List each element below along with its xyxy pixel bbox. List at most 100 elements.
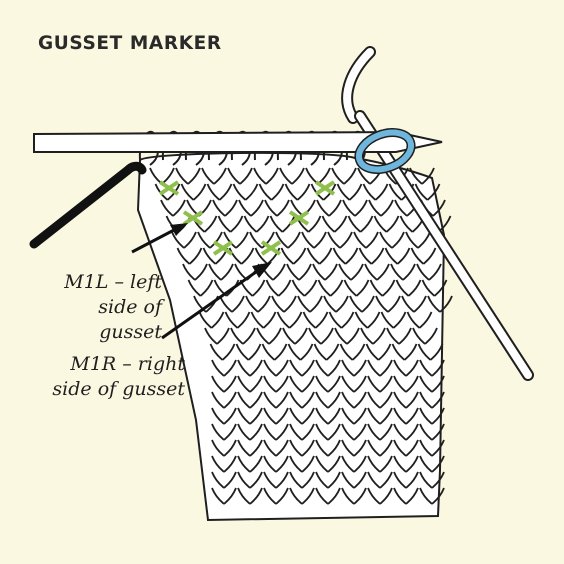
knit-stitch: [358, 247, 385, 265]
knit-stitch: [364, 263, 390, 281]
knit-stitch: [417, 343, 444, 361]
knit-stitch: [256, 327, 282, 345]
knit-stitch: [393, 471, 419, 489]
knit-stitch: [269, 215, 296, 233]
knit-stitch: [249, 231, 275, 249]
knit-stitch: [198, 311, 225, 329]
knit-stitch: [302, 311, 329, 329]
knit-stitch: [291, 279, 318, 297]
knit-stitch: [419, 439, 445, 457]
knit-stitch: [347, 215, 374, 233]
knit-stitch: [380, 311, 407, 329]
knit-stitch: [391, 343, 418, 361]
knit-stitch: [297, 295, 323, 313]
knit-stitch: [331, 167, 357, 185]
knit-stitch: [369, 279, 396, 297]
knit-stitch: [282, 327, 308, 345]
knit-stitch: [263, 439, 289, 457]
knit-stitch: [308, 327, 334, 345]
knit-stitch: [211, 439, 237, 457]
knit-stitch: [263, 407, 289, 425]
knit-stitch: [315, 423, 341, 441]
diagram-title: GUSSET MARKER: [38, 33, 222, 54]
knit-stitch: [419, 391, 445, 409]
knit-stitch: [176, 247, 203, 265]
knit-stitch: [315, 375, 341, 393]
knit-stitch: [182, 263, 208, 281]
knit-stitch: [334, 327, 360, 345]
knit-stitch: [427, 295, 453, 313]
knit-stitch: [250, 311, 277, 329]
knit-stitch: [211, 471, 237, 489]
knit-stitch: [317, 279, 344, 297]
knit-stitch: [211, 375, 237, 393]
knit-stitch: [393, 439, 419, 457]
knit-stitch: [315, 487, 341, 505]
knit-stitch: [367, 391, 393, 409]
knit-stitch: [393, 487, 419, 505]
knit-stitch: [310, 183, 337, 201]
knit-stitch: [416, 263, 442, 281]
knit-stitch: [258, 183, 285, 201]
knit-stitch: [160, 199, 186, 217]
knit-stitch: [212, 199, 238, 217]
knit-stitch: [401, 295, 427, 313]
knit-stitch: [235, 343, 262, 361]
knit-stitch: [289, 375, 315, 393]
knit-stitch: [367, 423, 393, 441]
knit-stitch: [313, 343, 340, 361]
knit-stitch: [341, 423, 367, 441]
knit-stitch: [412, 327, 438, 345]
knit-stitch: [315, 359, 341, 377]
m1r-label: M1R – right side of gusset: [50, 352, 185, 402]
knit-stitch: [343, 279, 370, 297]
knit-stitch: [393, 407, 419, 425]
knit-stitch: [237, 375, 263, 393]
knit-stitch: [263, 487, 289, 505]
knit-stitch: [301, 231, 327, 249]
knit-stitch: [393, 455, 419, 473]
knit-stitch: [386, 327, 412, 345]
knit-stitch: [224, 311, 251, 329]
knit-stitch: [289, 439, 315, 457]
knit-stitch: [237, 407, 263, 425]
m1l-increase: [182, 210, 204, 226]
knit-stitch: [367, 471, 393, 489]
knit-stitch: [265, 279, 292, 297]
m1r-arrow: [161, 262, 272, 340]
knit-stitch: [375, 295, 401, 313]
m1r-label-line2: side of gusset: [52, 378, 185, 400]
knit-stitch: [338, 263, 364, 281]
knit-stitch: [180, 183, 207, 201]
m1l-label-line2: side of gusset: [98, 296, 162, 343]
knit-stitch: [323, 295, 349, 313]
knit-stitch: [263, 471, 289, 489]
increase-stitches: [158, 180, 336, 256]
knit-stitch: [367, 375, 393, 393]
m1r-label-line1: M1R – right: [70, 353, 185, 375]
knit-stitch: [341, 439, 367, 457]
knit-stitch: [201, 167, 227, 185]
knit-stitch: [208, 263, 234, 281]
knit-stitch: [341, 375, 367, 393]
knit-stitch: [289, 391, 315, 409]
knit-stitch: [238, 199, 264, 217]
knit-stitch: [289, 487, 315, 505]
knit-stitch: [315, 391, 341, 409]
knit-stitch: [217, 215, 244, 233]
knit-stitch: [204, 327, 230, 345]
knit-stitch: [289, 471, 315, 489]
knit-stitch: [237, 439, 263, 457]
knit-stitch: [349, 295, 375, 313]
knit-stitch: [414, 183, 441, 201]
knit-stitch: [365, 343, 392, 361]
knit-stitch: [419, 487, 445, 505]
knit-stitch: [211, 487, 237, 505]
knit-stitch: [315, 407, 341, 425]
knit-stitch: [263, 423, 289, 441]
knit-stitch: [393, 423, 419, 441]
knit-stitch: [393, 391, 419, 409]
knit-stitch: [263, 359, 289, 377]
knit-stitch: [271, 295, 297, 313]
